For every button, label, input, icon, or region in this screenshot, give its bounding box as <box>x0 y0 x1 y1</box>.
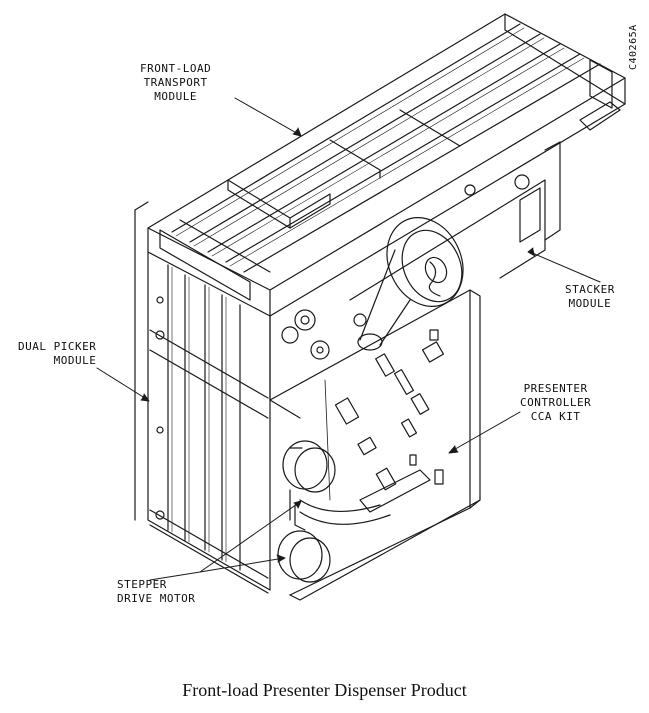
callout-line: MODULE <box>154 90 197 103</box>
stepper-motor-drawing <box>277 440 336 583</box>
callout-line: TRANSPORT <box>143 76 208 89</box>
callout-line: DRIVE MOTOR <box>117 592 196 605</box>
callout-line: MODULE <box>53 354 97 367</box>
callout-line: PRESENTER <box>523 382 588 395</box>
presenter-controller-drawing <box>269 289 481 601</box>
callout-line: MODULE <box>568 297 612 310</box>
callout-presenter-controller: PRESENTER CONTROLLER CCA KIT <box>520 382 591 424</box>
callout-front-load-transport: FRONT-LOAD TRANSPORT MODULE <box>140 62 211 104</box>
stacker-module-drawing <box>269 141 561 419</box>
figure-caption: Front-load Presenter Dispenser Product <box>182 680 467 700</box>
callout-line: STACKER <box>565 283 615 296</box>
callout-line: STEPPER <box>117 578 167 591</box>
dual-picker-drawing <box>134 201 271 594</box>
drawing-id: C40265A <box>628 24 639 70</box>
callout-dual-picker: DUAL PICKER MODULE <box>18 340 96 368</box>
callout-line: CCA KIT <box>530 410 581 423</box>
callout-line: DUAL PICKER <box>18 340 97 353</box>
callout-line: FRONT-LOAD <box>140 62 212 75</box>
leader-lines <box>96 97 601 581</box>
callout-stepper-drive-motor: STEPPER DRIVE MOTOR <box>117 578 195 606</box>
callout-line: CONTROLLER <box>520 396 592 409</box>
callout-stacker-module: STACKER MODULE <box>565 283 615 311</box>
